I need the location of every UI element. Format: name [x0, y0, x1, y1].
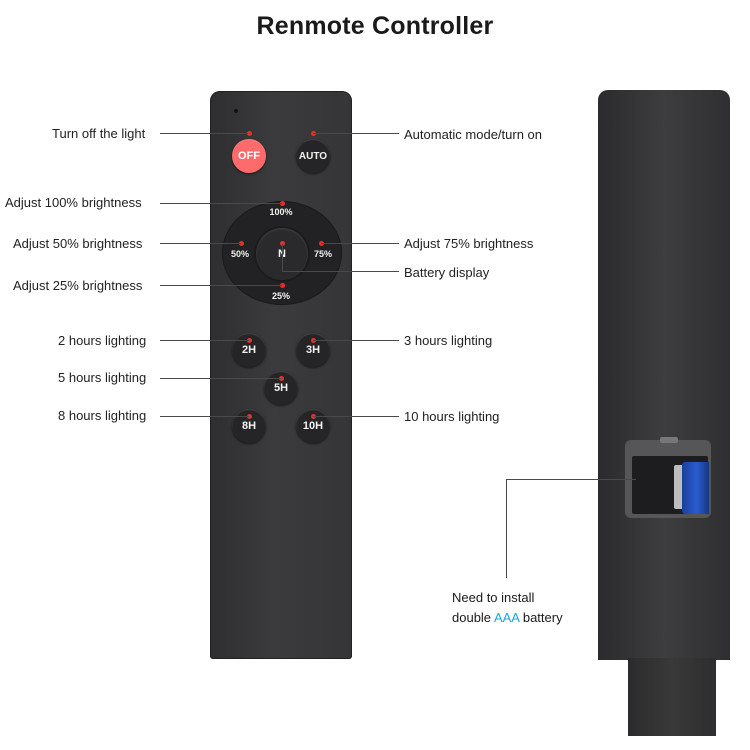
leader-line: [160, 285, 282, 286]
diagram-title: Renmote Controller: [256, 12, 494, 40]
leader-line: [160, 378, 281, 379]
leader-line: [160, 203, 282, 204]
callout-turn-off: Turn off the light: [52, 126, 146, 141]
remote-back-tail: [628, 658, 716, 736]
leader-line: [313, 133, 399, 134]
leader-line: [313, 340, 399, 341]
leader-line: [506, 479, 636, 480]
brightness-25-label: 25%: [271, 291, 290, 301]
leader-line: [321, 243, 399, 244]
timer-3h-button[interactable]: 3H: [296, 333, 330, 367]
callout-2h: 2 hours lighting: [58, 333, 147, 348]
brightness-100-label: 100%: [269, 207, 293, 217]
timer-5h-button[interactable]: 5H: [264, 371, 298, 405]
auto-button[interactable]: AUTO: [296, 139, 330, 173]
brightness-50-label: 50%: [230, 249, 249, 259]
callout-5h: 5 hours lighting: [58, 370, 147, 385]
leader-line: [282, 271, 399, 272]
indicator-dot: [280, 241, 285, 246]
indicator-dot: [247, 131, 252, 136]
battery-note-aaa: AAA: [493, 610, 520, 625]
callout-10h: 10 hours lighting: [404, 409, 500, 424]
battery-note: Need to install double AAA battery: [452, 588, 563, 628]
callout-brightness-100: Adjust 100% brightness: [5, 195, 142, 210]
indicator-dot: [279, 376, 284, 381]
battery-latch: [660, 437, 678, 443]
battery-display-label: N: [262, 248, 302, 260]
battery-note-line2: double AAA battery: [452, 608, 563, 628]
remote-back: [598, 90, 730, 660]
brightness-75-label: 75%: [313, 249, 332, 259]
ir-emitter: [234, 109, 238, 113]
leader-line: [160, 340, 249, 341]
leader-line: [313, 416, 399, 417]
battery-note-post: battery: [519, 610, 563, 625]
leader-line: [160, 243, 241, 244]
callout-3h: 3 hours lighting: [404, 333, 493, 348]
callout-battery-display: Battery display: [404, 265, 490, 280]
callout-brightness-25: Adjust 25% brightness: [13, 278, 143, 293]
battery-note-line1: Need to install: [452, 590, 535, 605]
leader-line: [160, 133, 248, 134]
battery-terminal: [674, 465, 684, 509]
indicator-dot: [280, 201, 285, 206]
timer-2h-button[interactable]: 2H: [232, 333, 266, 367]
callout-auto-mode: Automatic mode/turn on: [404, 127, 543, 142]
battery-note-pre: double: [452, 610, 494, 625]
indicator-dot: [247, 414, 252, 419]
callout-brightness-50: Adjust 50% brightness: [13, 236, 143, 251]
aaa-battery-icon: [682, 462, 709, 514]
leader-line: [506, 479, 507, 578]
indicator-dot: [247, 338, 252, 343]
leader-line: [282, 244, 283, 272]
indicator-dot: [239, 241, 244, 246]
indicator-dot: [280, 283, 285, 288]
callout-brightness-75: Adjust 75% brightness: [404, 236, 534, 251]
leader-line: [160, 416, 249, 417]
off-button[interactable]: OFF: [232, 139, 266, 173]
callout-8h: 8 hours lighting: [58, 408, 147, 423]
